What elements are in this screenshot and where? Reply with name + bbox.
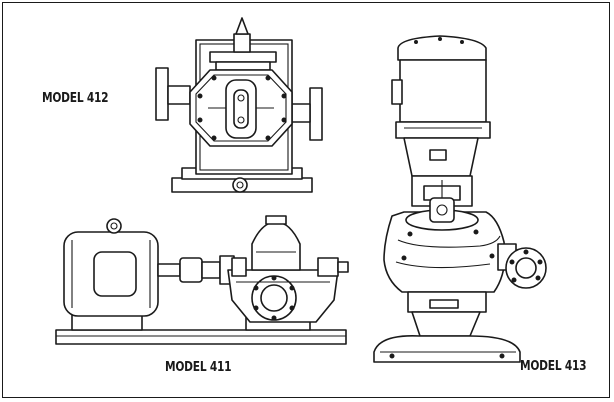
pump-412-drawing bbox=[155, 17, 323, 193]
model-413-label: MODEL 413 bbox=[520, 359, 587, 374]
model-411-label: MODEL 411 bbox=[165, 360, 232, 375]
model-412-label: MODEL 412 bbox=[42, 91, 109, 106]
pump-413-drawing bbox=[373, 35, 547, 363]
pump-411-drawing bbox=[55, 215, 349, 345]
